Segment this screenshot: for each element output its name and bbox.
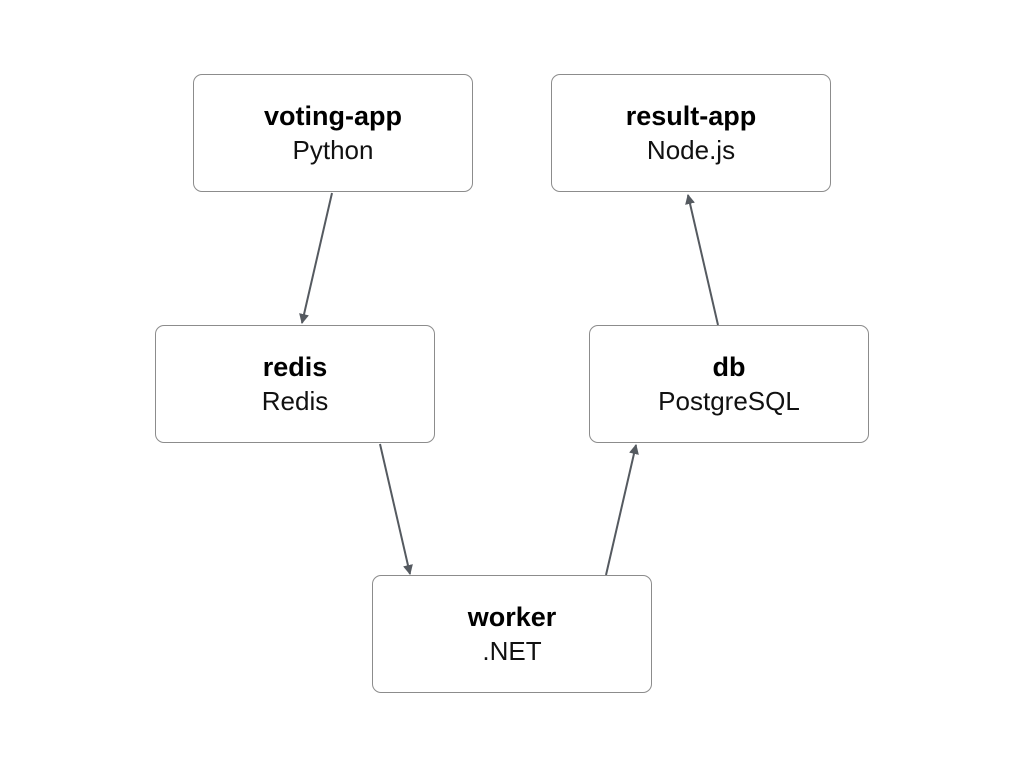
edge-voting-app-to-redis [299,192,333,324]
node-tech: Python [292,135,374,165]
node-tech: Redis [261,386,329,416]
node-name: db [712,352,746,382]
node-tech: PostgreSQL [658,386,800,416]
node-name: result-app [625,101,757,131]
node-tech: Node.js [646,135,736,165]
node-worker[interactable]: worker .NET [372,575,652,693]
node-db[interactable]: db PostgreSQL [589,325,869,443]
node-voting-app[interactable]: voting-app Python [193,74,473,192]
edge-redis-to-worker [379,443,413,575]
edge-worker-to-db [605,444,639,576]
edge-db-to-result-app [685,194,719,326]
node-name: voting-app [264,101,402,131]
node-name: redis [262,352,328,382]
node-name: worker [467,602,557,632]
node-tech: .NET [482,636,542,666]
node-result-app[interactable]: result-app Node.js [551,74,831,192]
node-redis[interactable]: redis Redis [155,325,435,443]
